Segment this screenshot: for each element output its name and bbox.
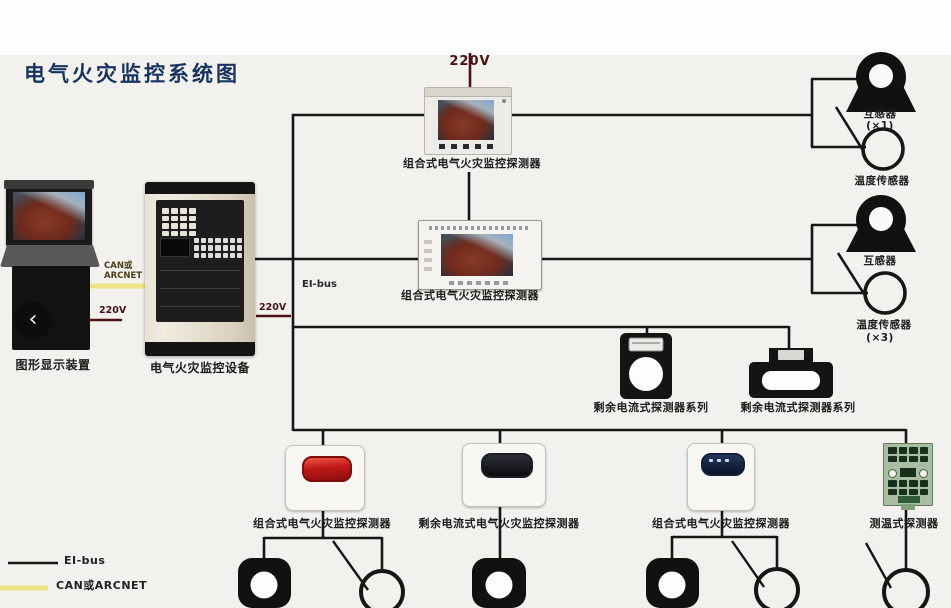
can-line2: ARCNET <box>104 271 143 282</box>
prev-image-button[interactable]: ‹ <box>14 302 52 340</box>
bottom-temp-label: 测温式探测器 <box>869 517 939 530</box>
terminal-middle-row <box>886 466 930 479</box>
temperature-sensor-icon <box>864 542 930 608</box>
current-transformer-icon <box>846 195 916 252</box>
alarm-window-red <box>302 456 352 482</box>
cabinet-keypad <box>194 238 242 258</box>
cabinet-panel <box>156 200 244 322</box>
can-arcnet-label: CAN或 ARCNET <box>104 261 152 281</box>
current-transformer-icon <box>238 558 291 608</box>
current-transformer-icon <box>472 558 526 608</box>
combined-detector-mid <box>418 220 542 290</box>
top-margin <box>0 0 951 55</box>
temperature-sensor-icon <box>836 252 907 315</box>
device-screen <box>438 100 494 140</box>
rcd-series-left-label: 剩余电流式探测器系列 <box>593 401 709 414</box>
cabinet-label: 电气火灾监控设备 <box>149 361 250 375</box>
ct-mid-label: 互感器 <box>863 255 897 267</box>
bottom-combined-detector-right <box>687 443 755 511</box>
bottom-combined-left-label: 组合式电气火灾监控探测器 <box>253 517 391 530</box>
monitor-screen <box>13 192 85 240</box>
power-label-cabinet: 220V <box>259 302 287 313</box>
power-label-top: 220V <box>449 54 491 69</box>
terminal-block <box>900 468 916 477</box>
temperature-sensor-icon <box>834 106 905 171</box>
device-top-strip <box>425 88 511 97</box>
power-label-left: 220V <box>99 305 127 316</box>
device-screen <box>441 234 513 276</box>
cabinet-seam <box>160 270 240 271</box>
terminal-slots-bottom <box>888 480 928 495</box>
device-buttons <box>449 281 511 285</box>
page-title: 电气火灾监控系统图 <box>24 62 240 86</box>
cabinet-seam <box>160 288 240 289</box>
monitor-top-cap <box>4 180 94 189</box>
chevron-left-icon: ‹ <box>28 307 38 332</box>
rcd-detector-round-icon <box>620 333 672 399</box>
power-wires <box>86 53 472 322</box>
cabinet-top-cap <box>145 182 255 194</box>
ct-top-count: (×1) <box>866 120 894 132</box>
current-transformer-icon <box>846 52 916 112</box>
mount-hole <box>919 469 928 478</box>
bus-wires <box>255 77 908 572</box>
temperature-sensor-icon <box>731 540 800 608</box>
temp-sensor-mid-count: (×3) <box>866 332 894 344</box>
temperature-sensor-icon <box>332 540 405 608</box>
legend-ei-bus-label: EI-bus <box>64 554 106 567</box>
display-window-blue <box>701 453 745 476</box>
bottom-temp-detector <box>883 443 933 510</box>
legend-can-arcnet-label: CAN或ARCNET <box>56 579 148 592</box>
temp-sensor-mid-label: 温度传感器 <box>856 319 912 331</box>
device-header-text <box>429 226 529 230</box>
combined-detector-mid-label: 组合式电气火灾监控探测器 <box>401 289 539 302</box>
current-transformer-icon <box>646 558 699 608</box>
terminal-slots-top <box>888 447 928 462</box>
bottom-rcd-label: 剩余电流式电气火灾监控探测器 <box>418 517 580 530</box>
indicator-dots <box>709 459 729 462</box>
ct-top-label: 互感器 <box>863 108 897 120</box>
ei-bus-label: EI-bus <box>302 279 337 290</box>
graphic-display-desk <box>0 245 100 267</box>
can-line1: CAN或 <box>104 261 133 271</box>
rcd-detector-slot-icon <box>749 348 833 398</box>
cabinet-screen <box>200 207 240 233</box>
bottom-combined-detector-left <box>285 445 365 511</box>
graphic-display-monitor <box>4 180 94 246</box>
bottom-rcd-detector <box>462 443 546 507</box>
cabinet-led-grid <box>162 208 196 236</box>
rcd-series-right-label: 剩余电流式探测器系列 <box>740 401 856 414</box>
device-side-marks <box>424 237 432 271</box>
graphic-display-label: 图形显示装置 <box>15 358 91 372</box>
cabinet-bottom-cap <box>145 342 255 356</box>
connector-stub <box>901 504 915 510</box>
label-chip <box>897 495 921 504</box>
mount-hole <box>888 469 897 478</box>
combined-detector-top-label: 组合式电气火灾监控探测器 <box>403 157 541 170</box>
device-buttons <box>439 144 493 149</box>
cabinet-key-block <box>160 238 190 257</box>
temp-sensor-top-label: 温度传感器 <box>854 175 910 187</box>
bottom-combined-right-label: 组合式电气火灾监控探测器 <box>652 517 790 530</box>
monitoring-cabinet <box>145 182 255 356</box>
cabinet-seam <box>160 306 240 307</box>
display-window-dark <box>481 453 533 478</box>
power-led <box>502 99 506 103</box>
combined-detector-top <box>424 87 512 155</box>
